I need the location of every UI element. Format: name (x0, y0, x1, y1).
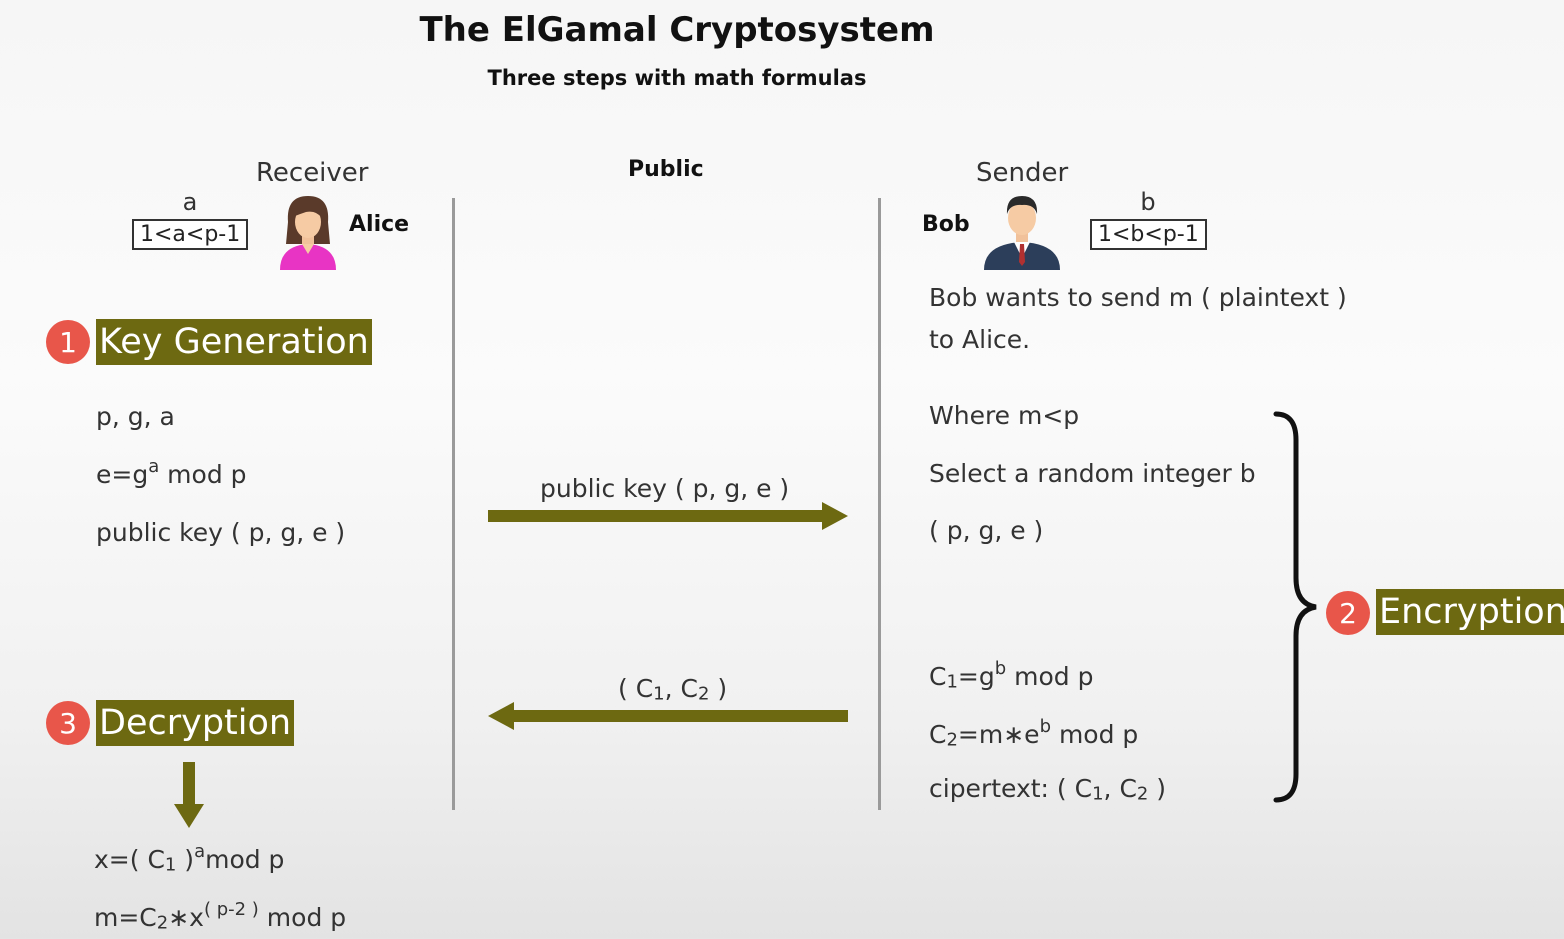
enc-condition: Where m<p (929, 401, 1080, 430)
bob-intro-line1: Bob wants to send m ( plaintext ) (929, 283, 1347, 312)
bob-secret-range: 1<b<p-1 (1090, 219, 1207, 250)
right-arrow-icon (488, 502, 848, 530)
enc-c1-formula: C1=gb mod p (929, 658, 1094, 693)
ciphertext-transfer-label: ( C1, C2 ) (618, 674, 728, 705)
enc-c2-formula: C2=m∗eb mod p (929, 716, 1139, 751)
page-subtitle: Three steps with math formulas (487, 66, 867, 90)
bob-name: Bob (922, 212, 970, 237)
left-arrow-icon (488, 702, 848, 730)
enc-public-key: ( p, g, e ) (929, 516, 1044, 545)
keygen-params: p, g, a (96, 402, 175, 431)
dec-m-formula: m=C2∗x( p-2 ) mod p (94, 899, 347, 934)
alice-secret-range: 1<a<p-1 (132, 219, 249, 250)
page-title: The ElGamal Cryptosystem (419, 10, 935, 50)
alice-secret-var: a (182, 188, 198, 216)
step3-label: Decryption (96, 700, 295, 746)
dec-x-formula: x=( C1 )amod p (94, 841, 285, 876)
public-key-transfer-label: public key ( p, g, e ) (540, 474, 790, 503)
public-sender-divider (878, 198, 881, 810)
bob-intro-line2: to Alice. (929, 325, 1031, 354)
enc-ciphertext: cipertext: ( C1, C2 ) (929, 774, 1167, 805)
alice-avatar-icon (280, 196, 336, 270)
receiver-public-divider (452, 198, 455, 810)
encryption-brace (1273, 411, 1317, 803)
step3-badge: 3 (46, 701, 90, 745)
keygen-e-formula: e=ga mod p (96, 456, 247, 489)
bob-secret-var: b (1140, 188, 1156, 216)
public-column-label: Public (628, 157, 704, 182)
receiver-role-label: Receiver (256, 158, 369, 188)
alice-name: Alice (349, 212, 410, 237)
step1-badge: 1 (46, 320, 90, 364)
step1-label: Key Generation (96, 319, 372, 365)
sender-role-label: Sender (976, 158, 1069, 188)
enc-select-random: Select a random integer b (929, 459, 1256, 488)
step2-badge: 2 (1326, 591, 1370, 635)
keygen-public-key: public key ( p, g, e ) (96, 518, 346, 547)
down-arrow-icon (174, 762, 204, 828)
step2-label: Encryption (1376, 589, 1564, 635)
bob-avatar-icon (984, 196, 1060, 270)
